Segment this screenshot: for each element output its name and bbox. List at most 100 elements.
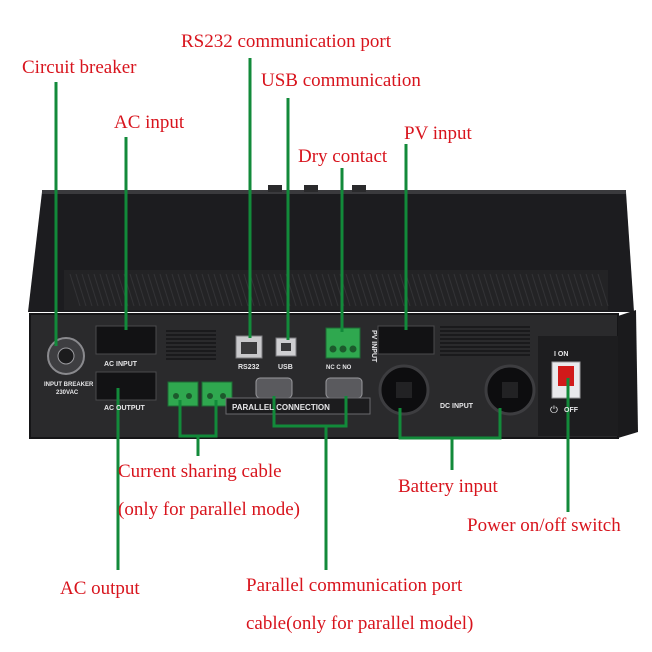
grille-line — [75, 273, 87, 307]
current-sharing-screw-1 — [173, 393, 179, 399]
top-bump-1 — [268, 185, 282, 192]
panel-vents — [166, 326, 530, 360]
pv-input-cover — [377, 325, 435, 355]
callout-circuit-breaker: Circuit breaker — [22, 57, 137, 78]
grille-line — [111, 273, 123, 307]
panel-vent-slot — [166, 354, 216, 356]
panel-vent-slot — [166, 342, 216, 344]
grille-line — [585, 273, 597, 307]
parallel-connection-plate — [225, 397, 371, 415]
grille-line — [411, 273, 423, 307]
grille-line — [477, 273, 489, 307]
grille-line — [141, 273, 153, 307]
parallel-port-2 — [325, 377, 363, 399]
panel-vent-slot — [440, 350, 530, 352]
grille-line — [183, 273, 195, 307]
grille-line — [429, 273, 441, 307]
grille-line — [207, 273, 219, 307]
grille-line — [201, 273, 213, 307]
grille-line — [567, 273, 579, 307]
grille-line — [231, 273, 243, 307]
panel-label-switch-off: OFF — [564, 407, 579, 414]
grille-line — [291, 273, 303, 307]
callout-power-switch: Power on/off switch — [467, 515, 621, 536]
grille-line — [519, 273, 531, 307]
callout-ac-input: AC input — [114, 112, 185, 133]
grille-line — [309, 273, 321, 307]
grille-line — [369, 273, 381, 307]
current-sharing-screw-4 — [220, 393, 226, 399]
callout-current-sharing-line2: (only for parallel mode) — [118, 499, 301, 520]
grille-line — [225, 273, 237, 307]
top-bump-2 — [304, 185, 318, 192]
grille-line — [501, 273, 513, 307]
panel-vent-slot — [440, 334, 530, 336]
grille-line — [99, 273, 111, 307]
grille-line — [153, 273, 165, 307]
grille-line — [93, 273, 105, 307]
panel-vent-slot — [166, 358, 216, 360]
grille-line — [249, 273, 261, 307]
power-switch-rocker — [558, 366, 574, 386]
grille-line — [537, 273, 549, 307]
current-sharing-screw-2 — [186, 393, 192, 399]
panel-vent-slot — [166, 346, 216, 348]
chassis-top-edge — [42, 190, 626, 194]
dc-input-slot-2 — [502, 382, 518, 398]
grille-line — [237, 273, 249, 307]
callout-pv-input: PV input — [404, 123, 472, 144]
grille-line — [363, 273, 375, 307]
callout-parallel-comm-line2: cable(only for parallel model) — [246, 613, 474, 634]
callout-current-sharing-line1: Current sharing cable — [118, 461, 282, 482]
ac-output-cover — [95, 371, 157, 401]
panel-label-ac-input: AC INPUT — [104, 361, 138, 368]
current-sharing-screw-3 — [207, 393, 213, 399]
grille-line — [423, 273, 435, 307]
grille-line — [513, 273, 525, 307]
grille-line — [315, 273, 327, 307]
grille-line — [321, 273, 333, 307]
callout-ac-output: AC output — [60, 578, 140, 599]
grille-line — [549, 273, 561, 307]
grille-line — [507, 273, 519, 307]
grille-line — [219, 273, 231, 307]
grille-line — [267, 273, 279, 307]
current-sharing-connector-1 — [167, 381, 199, 407]
grille-line — [165, 273, 177, 307]
panel-label-ac-output: AC OUTPUT — [104, 405, 146, 412]
panel-vent-slot — [440, 354, 530, 356]
grille-line — [597, 273, 609, 307]
grille-line — [171, 273, 183, 307]
grille-line — [453, 273, 465, 307]
ac-input-cover — [95, 325, 157, 355]
grille-line — [129, 273, 141, 307]
dc-input-slot-1 — [396, 382, 412, 398]
panel-vent-slot — [440, 326, 530, 328]
panel-vent-slot — [166, 334, 216, 336]
grille-line — [393, 273, 405, 307]
grille-line — [69, 273, 81, 307]
grille-line — [177, 273, 189, 307]
panel-vent-slot — [440, 330, 530, 332]
grille-line — [159, 273, 171, 307]
panel-vent-slot — [166, 338, 216, 340]
leader-parallel — [272, 396, 348, 428]
grille-line — [543, 273, 555, 307]
leader-battery — [398, 408, 502, 440]
grille-line — [345, 273, 357, 307]
dry-contact-screw-2 — [339, 345, 347, 353]
grille-line — [375, 273, 387, 307]
dry-contact-screw-1 — [329, 345, 337, 353]
dry-contact-screw-3 — [349, 345, 357, 353]
panel-label-rs232: RS232 — [238, 364, 260, 371]
callout-dry-contact: Dry contact — [298, 146, 388, 167]
circuit-breaker-center — [57, 347, 75, 365]
grille-line — [213, 273, 225, 307]
grille-line — [573, 273, 585, 307]
leader-lines — [54, 58, 570, 570]
grille-line — [303, 273, 315, 307]
grille-line — [489, 273, 501, 307]
grille-line — [195, 273, 207, 307]
grille-line — [555, 273, 567, 307]
